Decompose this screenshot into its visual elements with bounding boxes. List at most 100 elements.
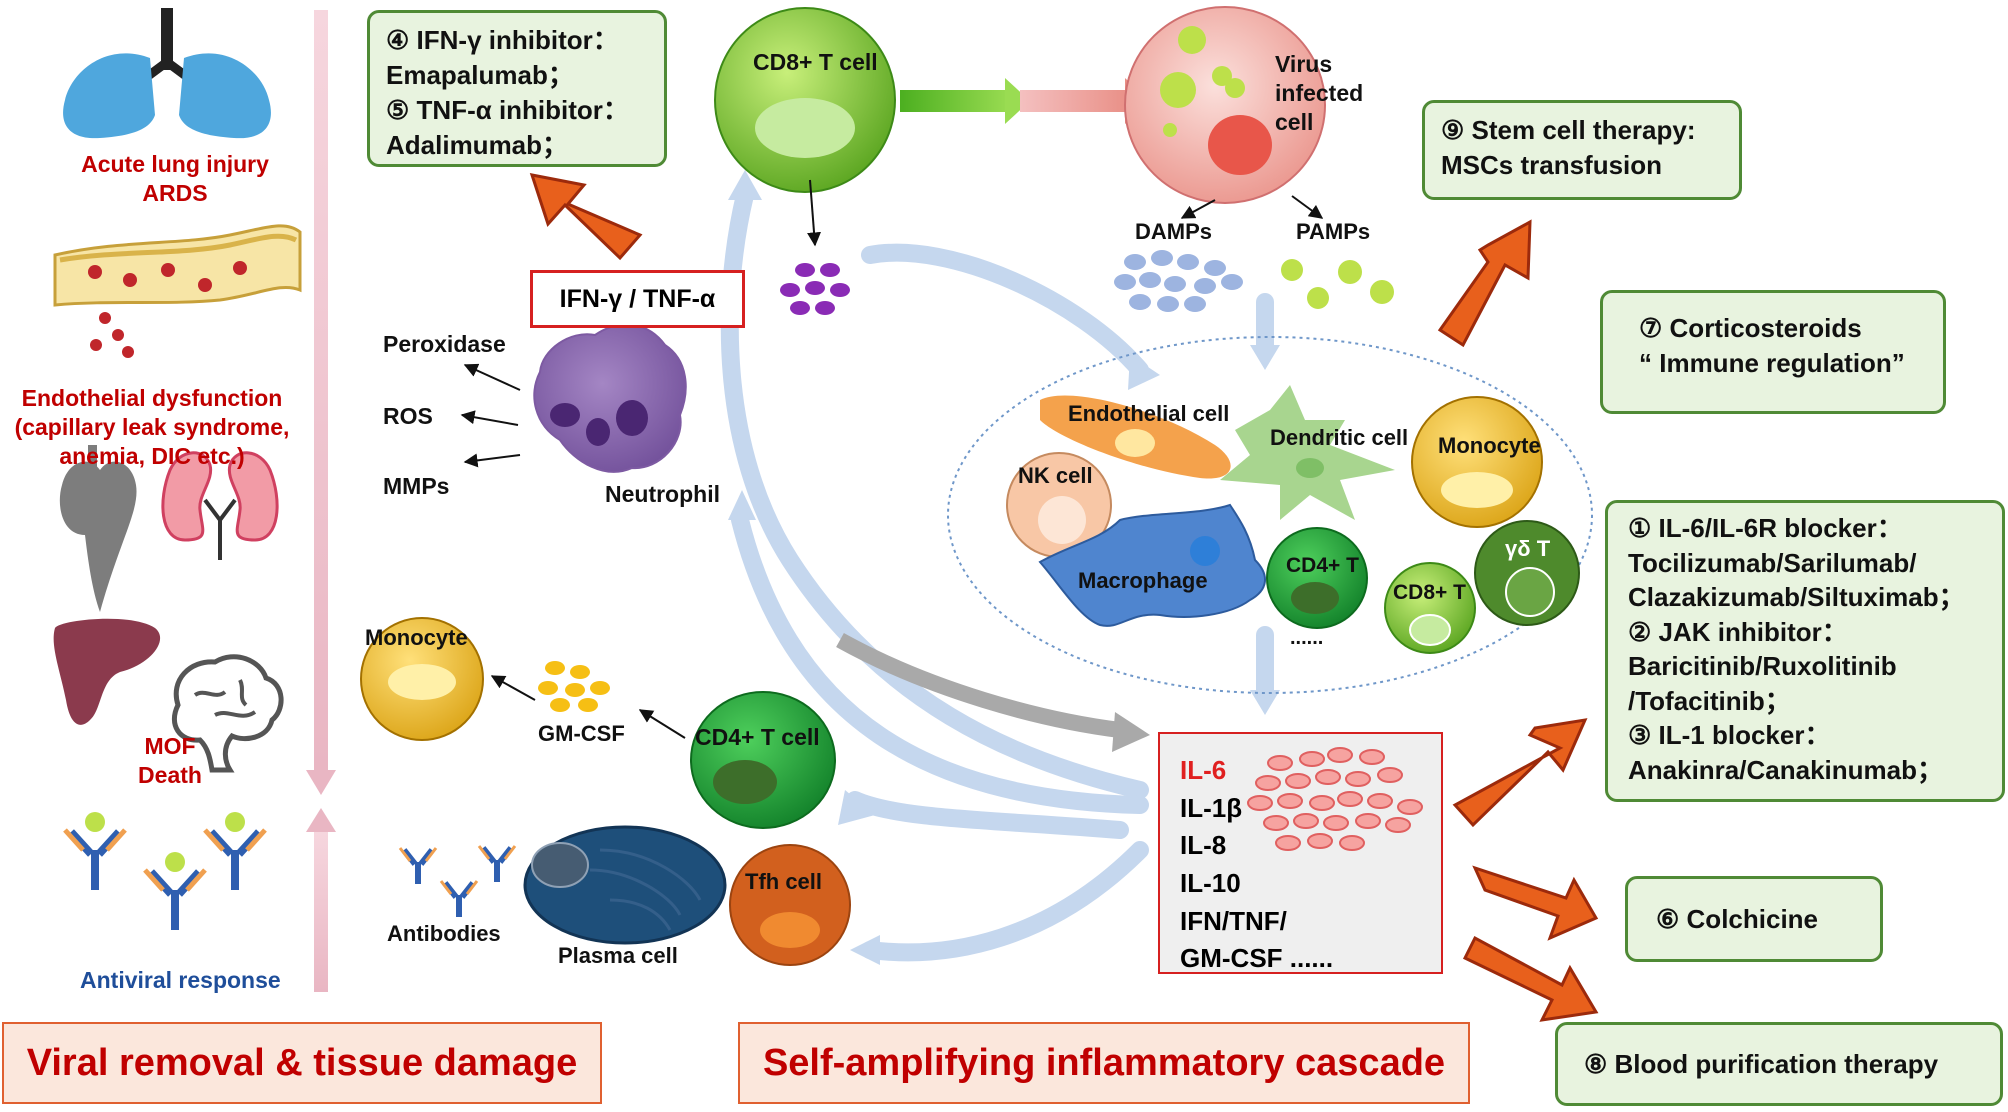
virus-infected-cell-label: Virus infected cell bbox=[1275, 50, 1363, 136]
antibodies-label: Antibodies bbox=[387, 921, 501, 946]
il6-label: IL-6 bbox=[1180, 755, 1227, 785]
ifn-tnf-line-3: ⑤ TNF-α inhibitor： bbox=[386, 95, 629, 126]
cycle-arrowheads bbox=[728, 170, 1280, 965]
nk-cell-label: NK cell bbox=[1018, 463, 1093, 488]
nk-cell bbox=[1006, 452, 1112, 558]
virus-label-line-2: infected bbox=[1275, 79, 1364, 106]
tfh-cell bbox=[729, 844, 851, 966]
endothelial-cell-label: Endothelial cell bbox=[1068, 401, 1230, 426]
mof-label-line-1: MOF bbox=[144, 733, 196, 759]
ros-label: ROS bbox=[383, 403, 433, 429]
virus-label-line-3: cell bbox=[1275, 108, 1314, 135]
jak-line-1: ② JAK inhibitor： bbox=[1628, 616, 1848, 647]
cd4-t-circle bbox=[1266, 527, 1368, 629]
cd8-to-virus-arrow bbox=[900, 78, 1150, 124]
damps-label: DAMPs bbox=[1135, 219, 1213, 244]
corticosteroids-line-1: ⑦ Corticosteroids bbox=[1639, 313, 1862, 343]
blood-purification-box: ⑧ Blood purification therapy bbox=[1555, 1022, 2003, 1106]
treatment-arrows bbox=[529, 173, 1599, 1022]
dendritic-cell bbox=[1220, 385, 1395, 520]
dendritic-cell-label: Dendritic cell bbox=[1270, 425, 1409, 450]
damps-particles bbox=[1114, 250, 1243, 312]
il1-line-1: ③ IL-1 blocker： bbox=[1628, 720, 1831, 751]
cytokine-item: IL-8 bbox=[1180, 830, 1227, 861]
gd-t-label: γδ T bbox=[1505, 536, 1551, 561]
pamps-particles bbox=[1281, 259, 1394, 309]
endothelial-dysfunction-label: Endothelial dysfunction (capillary leak … bbox=[2, 384, 302, 470]
neutrophil bbox=[533, 323, 687, 473]
virus-to-damps-pamps-arrows bbox=[1180, 195, 1324, 219]
jak-line-3: /Tofacitinib； bbox=[1628, 685, 1791, 716]
peroxidase-label: Peroxidase bbox=[383, 331, 506, 357]
lung-label-line-2: ARDS bbox=[142, 179, 208, 206]
il6-line-2: Tocilizumab/Sarilumab/ bbox=[1628, 547, 1917, 578]
jak-line-2: Baricitinib/Ruxolitinib bbox=[1628, 651, 1897, 682]
immune-cell-ellipse bbox=[947, 336, 1593, 694]
gmcsf-particles bbox=[538, 661, 610, 712]
macrophage-label: Macrophage bbox=[1078, 568, 1208, 593]
lung-injury-label: Acute lung injury ARDS bbox=[60, 150, 290, 208]
ifn-tnf-inhibitor-box: ④ IFN-γ inhibitor： Emapalumab； ⑤ TNF-α i… bbox=[367, 10, 667, 167]
cytotoxic-granules bbox=[780, 263, 850, 315]
cd4-t-cell-bottom bbox=[690, 691, 836, 829]
lung-label-line-1: Acute lung injury bbox=[81, 151, 269, 177]
il6-jak-il1-box: ① IL-6/IL-6R blocker： Tocilizumab/Sarilu… bbox=[1605, 500, 2005, 802]
virus-label-line-1: Virus bbox=[1275, 51, 1333, 77]
stem-cell-line-2: MSCs transfusion bbox=[1441, 150, 1663, 181]
ifn-tnf-box: IFN-γ / TNF-α bbox=[530, 270, 745, 328]
il6-line-3: Clazakizumab/Siltuximab； bbox=[1628, 582, 1965, 613]
il6-line-1: ① IL-6/IL-6R blocker： bbox=[1628, 513, 1903, 543]
virus-infected-cell bbox=[1124, 6, 1326, 204]
neutrophil-output-arrows bbox=[460, 363, 521, 468]
inflammatory-cascade-title: Self-amplifying inflammatory cascade bbox=[738, 1022, 1470, 1104]
monocyte-left bbox=[360, 617, 484, 741]
monocyte-right-label: Monocyte bbox=[1438, 433, 1541, 458]
stem-cell-therapy-box: ⑨ Stem cell therapy: MSCs transfusion bbox=[1422, 100, 1742, 200]
cd8-t-cell-top-label: CD8+ T cell bbox=[753, 49, 878, 75]
brain-icon bbox=[171, 654, 284, 773]
macrophage bbox=[1038, 503, 1266, 627]
cytokine-item: IFN/TNF/ bbox=[1180, 905, 1287, 936]
colchicine-box: ⑥ Colchicine bbox=[1625, 876, 1883, 962]
plasma-cell-label: Plasma cell bbox=[558, 943, 678, 968]
monocyte-left-label: Monocyte bbox=[365, 625, 468, 650]
endo-label-line-3: anemia, DIC etc.) bbox=[59, 442, 245, 469]
corticosteroids-line-2: “ Immune regulation” bbox=[1639, 348, 1905, 379]
endo-label-line-1: Endothelial dysfunction bbox=[21, 385, 283, 411]
antiviral-response-label: Antiviral response bbox=[80, 967, 281, 993]
cd8-t-circle-label: CD8+ T bbox=[1393, 581, 1466, 604]
neutrophil-label: Neutrophil bbox=[605, 481, 720, 507]
cd8-t-circle bbox=[1384, 562, 1476, 654]
gmcsf-label: GM-CSF bbox=[538, 721, 625, 746]
heart-icon bbox=[59, 445, 137, 612]
mof-label-line-2: Death bbox=[138, 761, 202, 788]
cytokine-item: IL-10 bbox=[1180, 868, 1241, 899]
endothelial-cell bbox=[1040, 395, 1231, 479]
lungs-icon bbox=[63, 8, 271, 139]
left-vertical-arrows bbox=[306, 10, 336, 992]
mof-death-label: MOF Death bbox=[120, 732, 220, 790]
antiviral-antibodies-icon bbox=[63, 812, 267, 930]
grey-cycle-arrow bbox=[836, 633, 1150, 752]
cytokine-item: IL-1β bbox=[1180, 792, 1243, 823]
cd8-t-cell-top bbox=[714, 7, 896, 193]
cytokine-item: GM-CSF ...... bbox=[1180, 943, 1334, 974]
cd8-down-arrow bbox=[807, 179, 822, 247]
cytokine-particles bbox=[1247, 747, 1423, 851]
corticosteroids-box: ⑦ Corticosteroids “ Immune regulation” bbox=[1600, 290, 1946, 414]
viral-removal-title: Viral removal & tissue damage bbox=[2, 1022, 602, 1104]
immune-ellipsis-label: ...... bbox=[1290, 627, 1324, 649]
tfh-cell-label: Tfh cell bbox=[745, 869, 823, 894]
liver-icon bbox=[53, 618, 161, 725]
mmps-label: MMPs bbox=[383, 473, 450, 499]
blood-vessel-icon bbox=[53, 224, 302, 358]
monocyte-right bbox=[1411, 396, 1543, 528]
gmcsf-arrows bbox=[490, 675, 686, 739]
plasma-antibodies-icon bbox=[398, 845, 517, 917]
il1-line-2: Anakinra/Canakinumab； bbox=[1628, 755, 1943, 786]
gd-t-circle bbox=[1474, 520, 1580, 626]
cd4-t-circle-label: CD4+ T bbox=[1286, 554, 1359, 577]
ifn-tnf-line-4: Adalimumab； bbox=[386, 130, 569, 161]
ifn-tnf-line-2: Emapalumab； bbox=[386, 60, 574, 91]
